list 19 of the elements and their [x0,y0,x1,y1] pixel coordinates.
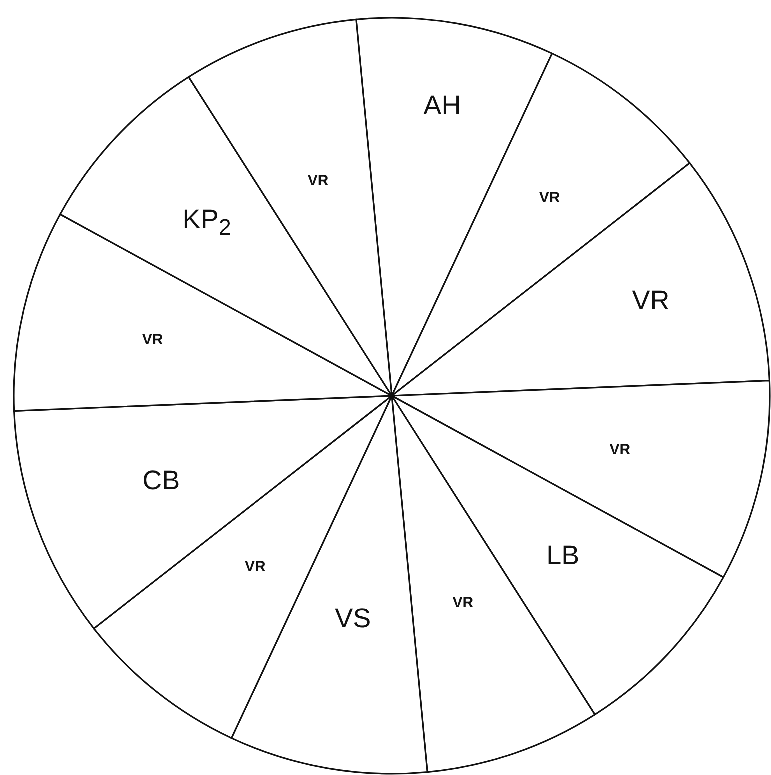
pie-sector [391,395,724,716]
sector-label: VR [452,596,474,611]
sector-label: VR [308,174,329,189]
sector-label: LB [546,542,580,570]
pie-sector [93,395,393,740]
sector-label: AH [424,92,462,119]
sector-label: VR [539,190,560,206]
pie-sector [14,395,393,630]
sector-label: CB [142,467,180,494]
pie-sector [60,76,393,397]
pie-sector [391,395,596,774]
sector-label: VR [632,287,670,314]
sector-label: VR [142,332,164,348]
sector-label: VR [244,560,266,575]
pie-sector [391,52,691,397]
sector-label: KP$_{2}$ [182,206,232,240]
pie-sector [391,162,770,397]
sector-label: VR [610,442,631,458]
sector-label: VS [335,606,372,633]
